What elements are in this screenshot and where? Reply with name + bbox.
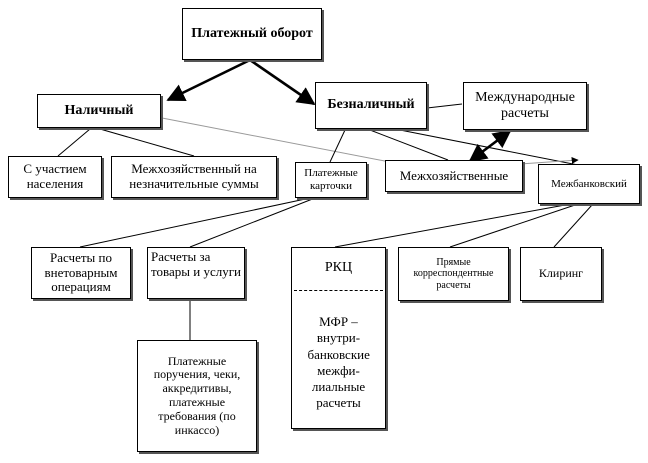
- node-goods-services-label: Расчеты за товары и услуги: [151, 249, 241, 279]
- node-payment-cards: Платежные карточки: [295, 162, 367, 198]
- node-rkc-mfr: РКЦ МФР – внутри-банковские межфи-лиальн…: [291, 247, 386, 429]
- node-noncommodity-label: Расчеты по внетоварным операциям: [44, 249, 118, 295]
- node-with-population: С участием населения: [8, 156, 102, 198]
- edge-cash-interfarm-small: [99, 128, 195, 157]
- node-payment-turnover: Платежный оборот: [182, 8, 322, 60]
- edge-cash-interbank-faint: [161, 117, 391, 163]
- edge-interbank-clearing: [553, 204, 593, 248]
- arrow-root-to-cash: [166, 58, 251, 102]
- node-rkc-label: РКЦ: [324, 260, 353, 275]
- node-international-label: Международные расчеты: [475, 89, 575, 121]
- edge-interbank-rkc: [334, 204, 566, 248]
- edge-noncash-interfarm: [369, 129, 449, 161]
- node-direct-corr-label: Прямые корреспондентные расчеты: [413, 256, 494, 291]
- node-noncash-label: Безналичный: [327, 97, 415, 113]
- node-interfarm-label: Межхозяйственные: [399, 167, 509, 183]
- node-instruments: Платежные поручения, чеки, аккредитивы, …: [137, 340, 257, 452]
- node-cash: Наличный: [37, 94, 161, 128]
- node-interfarm: Межхозяйственные: [385, 160, 523, 192]
- rkc-mfr-divider: [294, 290, 383, 291]
- node-clearing-label: Клиринг: [538, 266, 584, 281]
- edge-cash-population: [57, 128, 91, 157]
- node-goods-services: Расчеты за товары и услуги: [147, 247, 245, 299]
- node-payment-cards-label: Платежные карточки: [304, 167, 358, 192]
- node-interfarm-small: Межхозяйственный на незначительные суммы: [111, 156, 277, 198]
- node-noncash: Безналичный: [315, 82, 427, 129]
- edge-interbank-direct: [449, 204, 576, 248]
- node-clearing: Клиринг: [520, 247, 602, 301]
- node-direct-corr: Прямые корреспондентные расчеты: [398, 247, 509, 301]
- node-instruments-label: Платежные поручения, чеки, аккредитивы, …: [153, 353, 241, 437]
- edge-noncash-cards: [329, 129, 346, 163]
- edge-cards-noncommodity: [79, 197, 311, 248]
- arrow-international-interfarm: [468, 129, 512, 163]
- node-noncommodity: Расчеты по внетоварным операциям: [31, 247, 131, 299]
- node-international: Международные расчеты: [463, 82, 587, 130]
- node-mfr-label: МФР – внутри-банковские межфи-лиальные р…: [307, 314, 370, 411]
- node-interbank-label: Межбанковский: [551, 177, 627, 190]
- edge-noncash-international: [426, 103, 463, 109]
- edge-interfarm-interbank-faint: [519, 156, 579, 165]
- node-cash-label: Наличный: [64, 102, 134, 118]
- node-interbank: Межбанковский: [538, 164, 640, 204]
- arrow-root-to-noncash: [249, 58, 316, 106]
- node-with-population-label: С участием населения: [23, 161, 87, 191]
- node-interfarm-small-label: Межхозяйственный на незначительные суммы: [129, 161, 259, 191]
- node-payment-turnover-label: Платежный оборот: [191, 25, 313, 41]
- edge-cards-goods: [189, 197, 316, 248]
